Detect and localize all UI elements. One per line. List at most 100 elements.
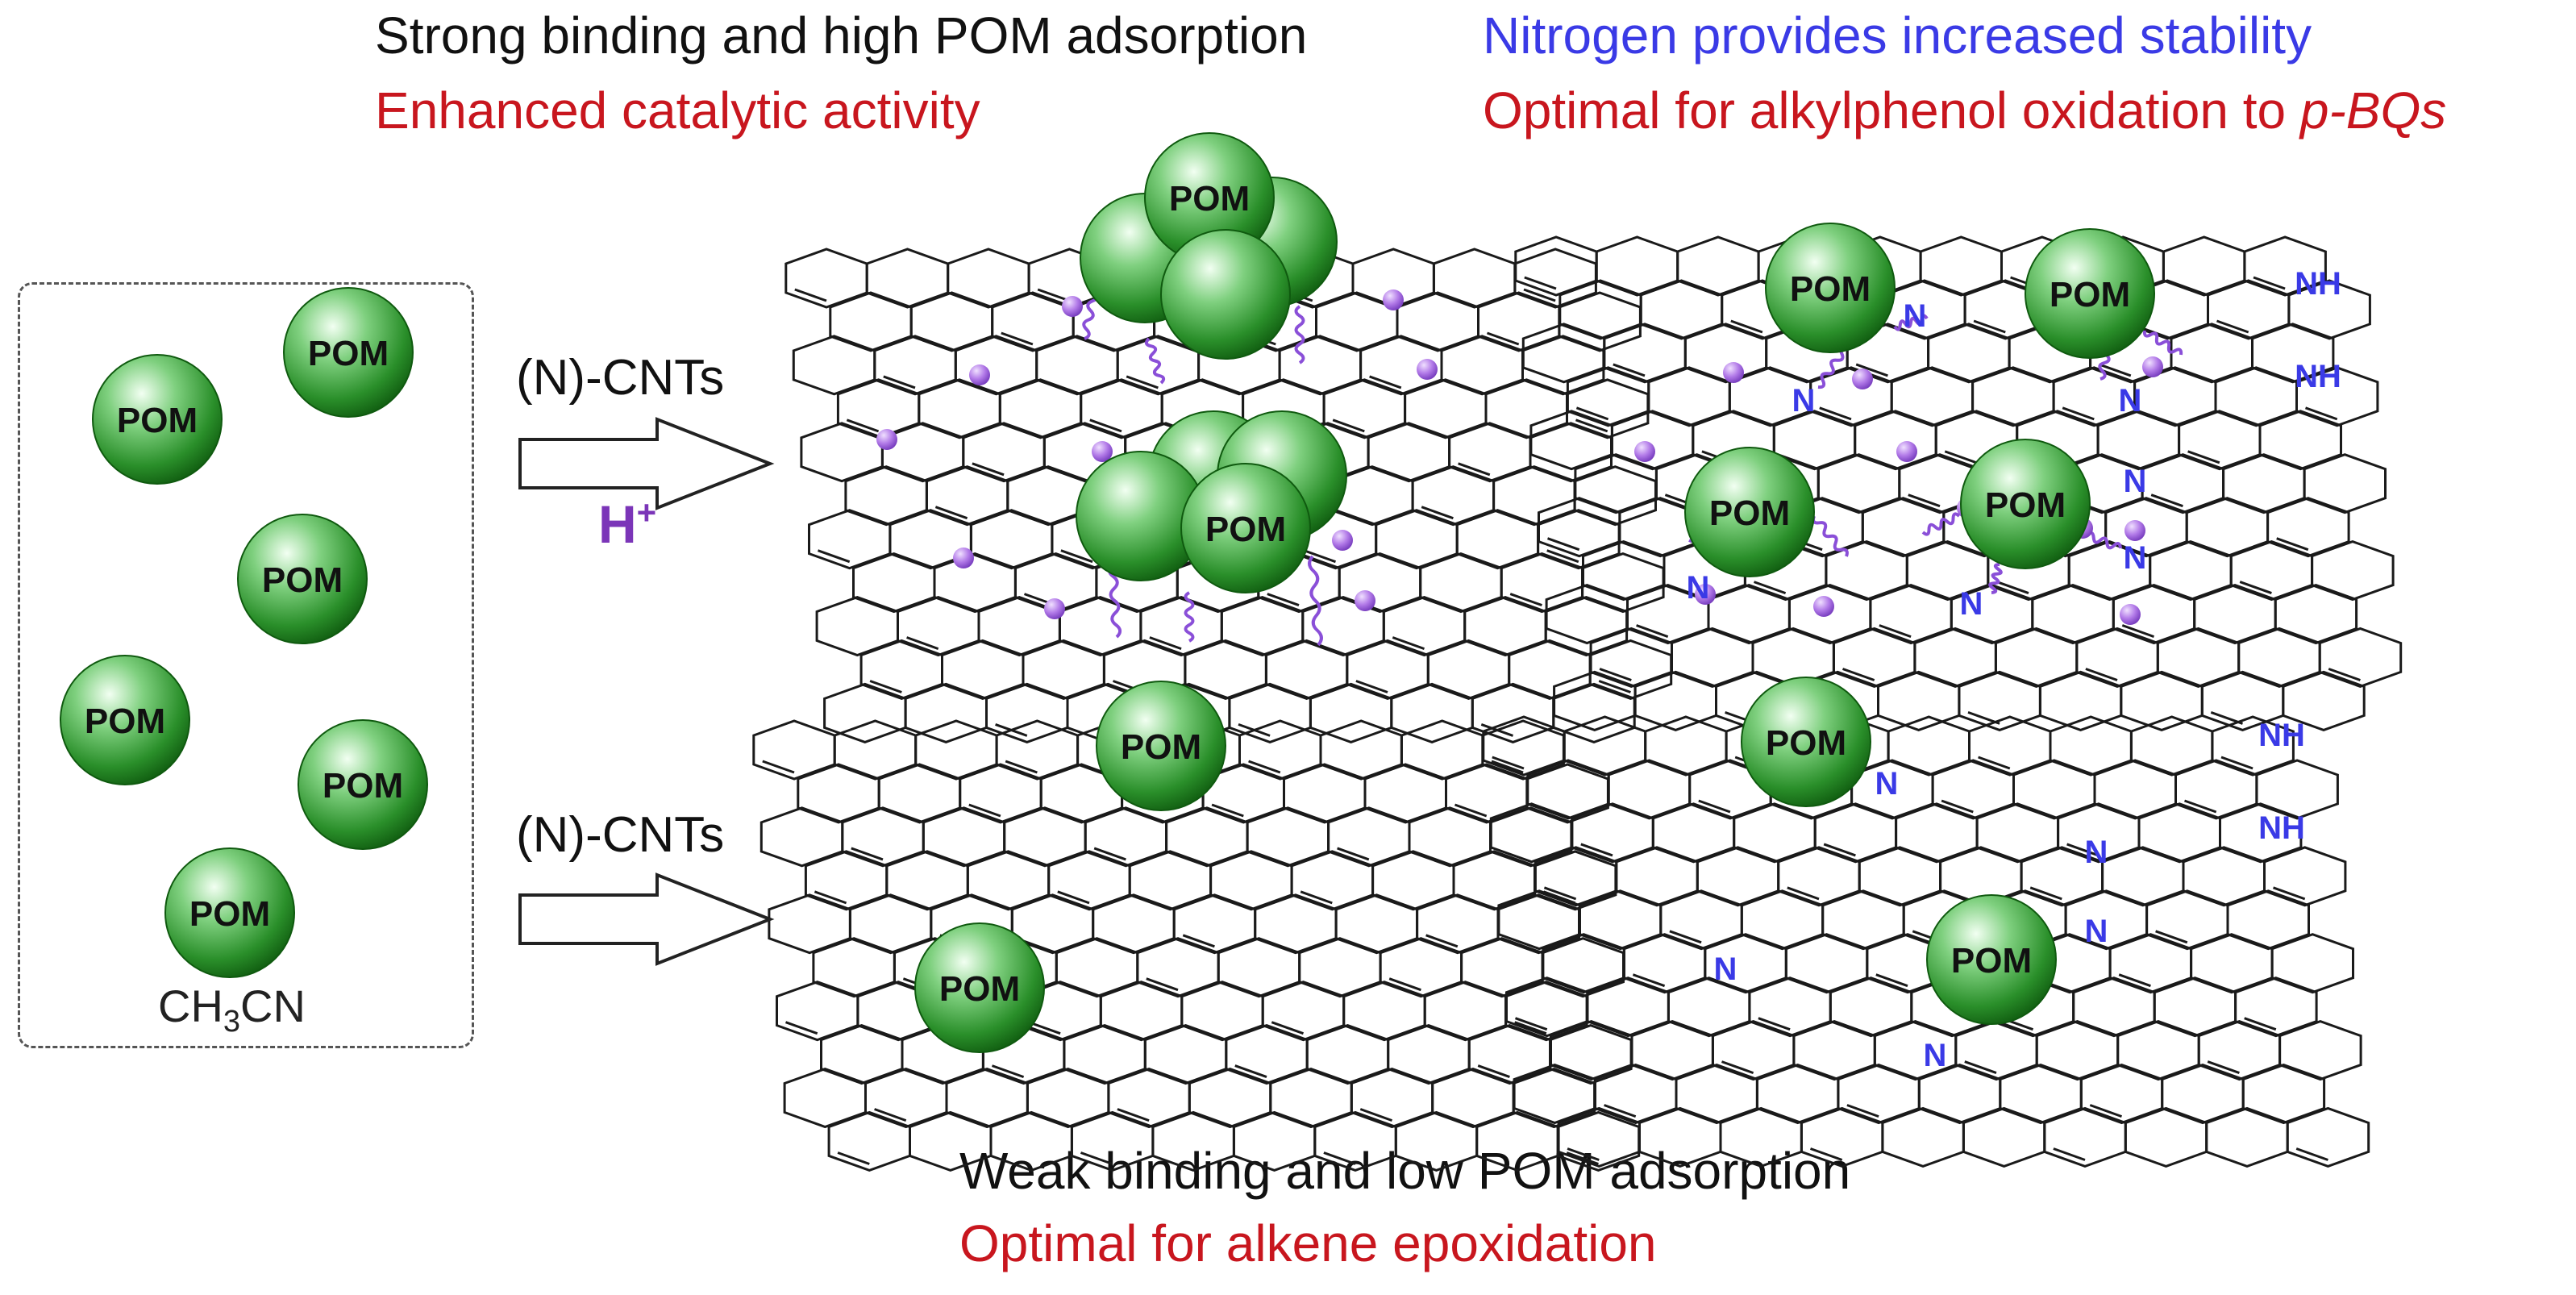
double-bond — [1753, 581, 1787, 595]
carbon-sheets — [752, 235, 2403, 1172]
double-bond — [1546, 549, 1579, 564]
free-pom-2: POM — [237, 514, 368, 644]
double-bond — [869, 680, 902, 693]
linker-3 — [1107, 563, 1122, 639]
proton-label: H+ — [598, 493, 656, 555]
proton-dot-2 — [1417, 359, 1438, 380]
proton-dot-12 — [1723, 362, 1744, 383]
double-bond — [1332, 418, 1365, 433]
proton-dot-3 — [876, 429, 897, 450]
proton-dot-9 — [1355, 590, 1375, 611]
pom-label: POM — [262, 560, 343, 600]
pom-label: POM — [1766, 723, 1846, 763]
hexagon-ring — [2211, 715, 2295, 777]
hexagon-ring — [2219, 802, 2303, 864]
double-bond — [1303, 549, 1337, 564]
pom-ncnt-4: POM — [1960, 439, 2091, 569]
n-atom-10: N — [2085, 914, 2108, 949]
hexagon-ring — [2226, 889, 2310, 951]
double-bond — [1491, 760, 1524, 774]
double-bond — [1509, 593, 1542, 607]
nitrogen-stability-text: Nitrogen provides increased stability — [1483, 6, 2312, 65]
pom-label: POM — [117, 401, 198, 440]
double-bond — [2253, 276, 2286, 290]
double-bond — [2244, 1017, 2277, 1031]
hexagon-ring — [2286, 1106, 2370, 1168]
double-bond — [1879, 624, 1912, 639]
pom-sphere-body — [1960, 439, 2091, 569]
proton-dot-6 — [953, 548, 974, 568]
pom-label: POM — [189, 894, 270, 934]
double-bond — [2328, 668, 2361, 681]
double-bond — [1337, 847, 1370, 861]
hexagon-ring — [2318, 627, 2403, 688]
proton-dot-14 — [1634, 441, 1655, 462]
double-bond — [1486, 331, 1520, 346]
double-bond — [1787, 886, 1820, 901]
double-bond — [1080, 1151, 1113, 1165]
pom-ncnt-1: POM — [1765, 223, 1896, 353]
ncnt-sheet-bottom-right — [1482, 715, 2370, 1168]
hexagon-ring — [2287, 279, 2371, 340]
double-bond — [1355, 680, 1388, 693]
double-bond — [1211, 803, 1244, 818]
pom-label: POM — [1709, 493, 1790, 533]
linker-1 — [1294, 305, 1305, 364]
proton-dot-17 — [2124, 520, 2145, 541]
double-bond — [1846, 1104, 1879, 1118]
double-bond — [991, 1064, 1025, 1079]
free-pom-0: POM — [92, 354, 223, 485]
double-bond — [2295, 1147, 2328, 1161]
double-bond — [1721, 1060, 1754, 1075]
proton-dot-5 — [1092, 441, 1113, 462]
double-bond — [1841, 668, 1875, 681]
double-bond — [1300, 890, 1333, 905]
double-bond — [1001, 331, 1034, 346]
n-atom-0: N — [1904, 298, 1927, 334]
hexagon-ring — [2243, 235, 2327, 297]
double-bond — [2304, 406, 2338, 421]
linker-11 — [1812, 515, 1849, 557]
pom-ncnt-bottom-1: POM — [1741, 677, 1871, 807]
pom-label: POM — [939, 969, 1020, 1009]
hexagon-ring — [2270, 933, 2354, 994]
double-bond — [817, 549, 851, 564]
double-bond — [1182, 934, 1215, 948]
double-bond — [1037, 288, 1070, 302]
double-bond — [1819, 406, 1852, 421]
enhanced-activity-text: Enhanced catalytic activity — [375, 81, 980, 139]
pom-cluster-b-front: POM — [1180, 463, 1311, 593]
pom-sphere-body — [237, 514, 368, 644]
alkylphenol-prefix: Optimal for alkylphenol oxidation to — [1483, 81, 2300, 139]
solvent-label: CH3CN — [158, 980, 306, 1039]
double-bond — [2183, 799, 2217, 814]
proton-dot-15 — [1896, 441, 1917, 462]
double-bond — [1973, 319, 2006, 334]
pom-cnt-bottom-1: POM — [1096, 681, 1226, 811]
double-bond — [1875, 973, 1908, 988]
double-bond — [1514, 1021, 1547, 1035]
double-bond — [2089, 1104, 2123, 1118]
proton-dot-0 — [1062, 296, 1083, 317]
pom-sphere-body — [1926, 894, 2057, 1025]
double-bond — [1809, 1147, 1843, 1161]
arrow-protonated — [518, 417, 775, 510]
double-bond — [2150, 493, 2183, 508]
double-bond — [1421, 506, 1454, 520]
double-bond — [1613, 363, 1646, 377]
double-bond — [1093, 847, 1126, 861]
n-atom-5: N — [1960, 586, 1983, 622]
free-pom-4: POM — [298, 719, 428, 850]
solvent-subscript: 3 — [223, 1005, 241, 1039]
arrow-neutral — [518, 872, 775, 966]
free-pom-5: POM — [164, 847, 295, 978]
proton-dot-21 — [2120, 604, 2141, 625]
pom-ncnt-bottom-2: POM — [1926, 894, 2057, 1025]
double-bond — [1248, 760, 1281, 774]
double-bond — [1604, 1104, 1637, 1118]
pom-label: POM — [1121, 727, 1201, 767]
free-pom-1: POM — [283, 287, 414, 418]
pom-sphere-body — [1741, 677, 1871, 807]
n-atom-9: N — [2085, 835, 2108, 870]
